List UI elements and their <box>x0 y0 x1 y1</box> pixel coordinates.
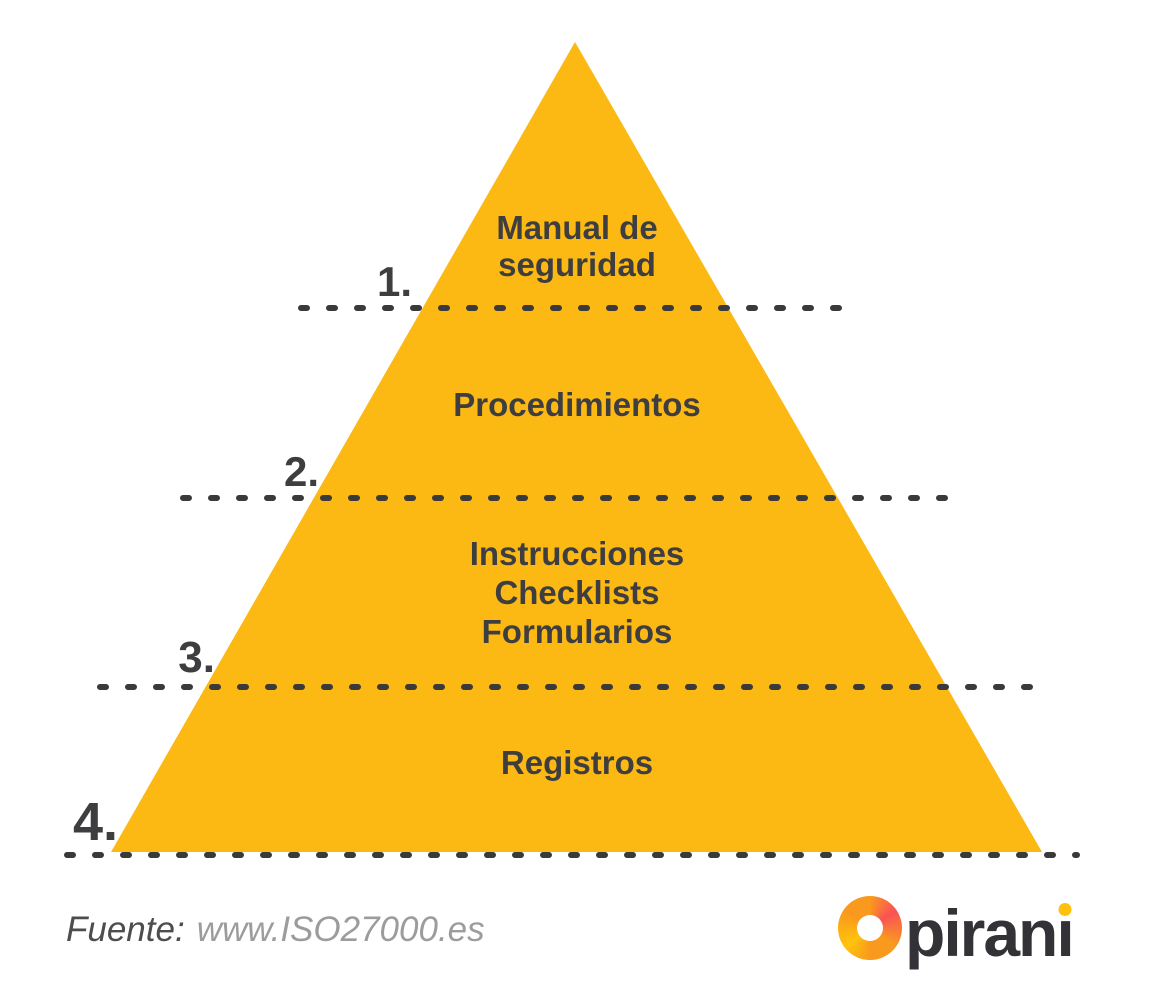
level-3-number: 3. <box>178 633 215 682</box>
pirani-logo: piranı <box>838 896 1075 970</box>
pyramid-shape <box>111 42 1042 852</box>
source-label: Fuente: <box>66 910 185 949</box>
source-caption: Fuente: www.ISO27000.es <box>66 908 485 952</box>
brand-text-accent-i: ı <box>1056 896 1074 970</box>
level-1-label: Manual de seguridad <box>496 209 658 283</box>
source-url: www.ISO27000.es <box>196 910 485 949</box>
level-4-label: Registros <box>500 744 654 781</box>
brand-text-main: piran <box>905 896 1058 970</box>
level-2-label: Procedimientos <box>453 386 701 423</box>
level-3-label: Instrucciones Checklists Formularios <box>469 535 685 650</box>
brand-wordmark: piranı <box>905 896 1075 970</box>
pirani-donut-icon <box>838 896 902 960</box>
level-1-number: 1. <box>376 258 412 305</box>
level-4-number: 4. <box>72 792 118 852</box>
level-2-number: 2. <box>283 448 319 495</box>
